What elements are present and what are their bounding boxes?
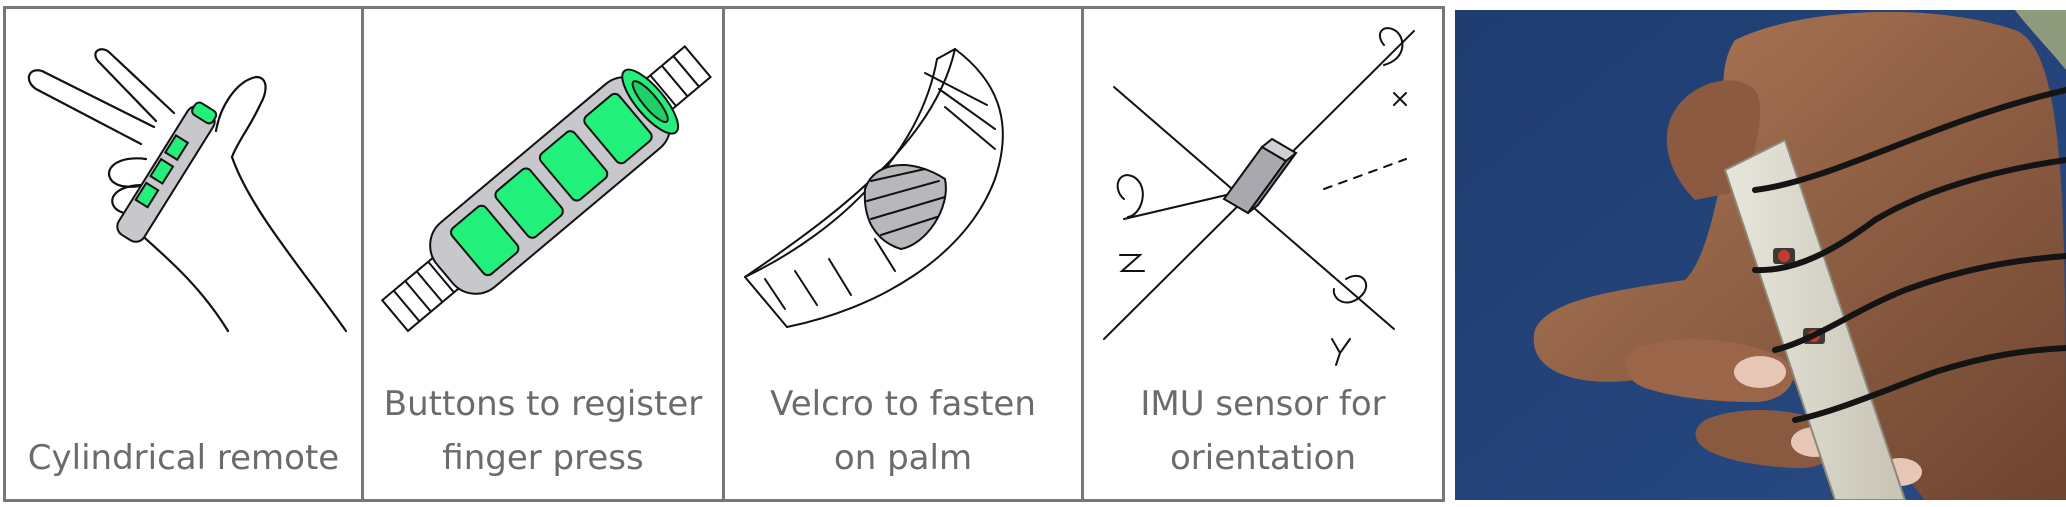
- caption: Buttons to register finger press: [364, 377, 722, 485]
- caption: Cylindrical remote: [6, 431, 361, 485]
- caption-line: finger press: [442, 438, 644, 478]
- panel-cylindrical-remote: Cylindrical remote: [3, 6, 364, 502]
- panel-buttons: Buttons to register finger press: [361, 6, 725, 502]
- cylinder-buttons-sketch-icon: [380, 44, 712, 333]
- caption: Velcro to fasten on palm: [725, 377, 1081, 485]
- caption-line: Buttons to register: [383, 384, 703, 424]
- hand-holding-remote-sketch-icon: [27, 48, 348, 333]
- caption-line: IMU sensor for: [1140, 384, 1386, 424]
- caption-line: Cylindrical remote: [27, 438, 340, 478]
- panel-velcro: Velcro to fasten on palm: [722, 6, 1084, 502]
- caption-line: orientation: [1170, 438, 1356, 478]
- caption-line: Velcro to fasten: [770, 384, 1036, 424]
- prototype-photo: [1455, 10, 2066, 500]
- hand-holding-prototype-photo-icon: [1455, 10, 2066, 500]
- caption: IMU sensor for orientation: [1084, 377, 1442, 485]
- caption-line: on palm: [833, 438, 973, 478]
- panel-imu: IMU sensor for orientation: [1081, 6, 1445, 502]
- velcro-strap-sketch-icon: [744, 48, 1004, 328]
- imu-axes-sketch-icon: [1103, 27, 1415, 366]
